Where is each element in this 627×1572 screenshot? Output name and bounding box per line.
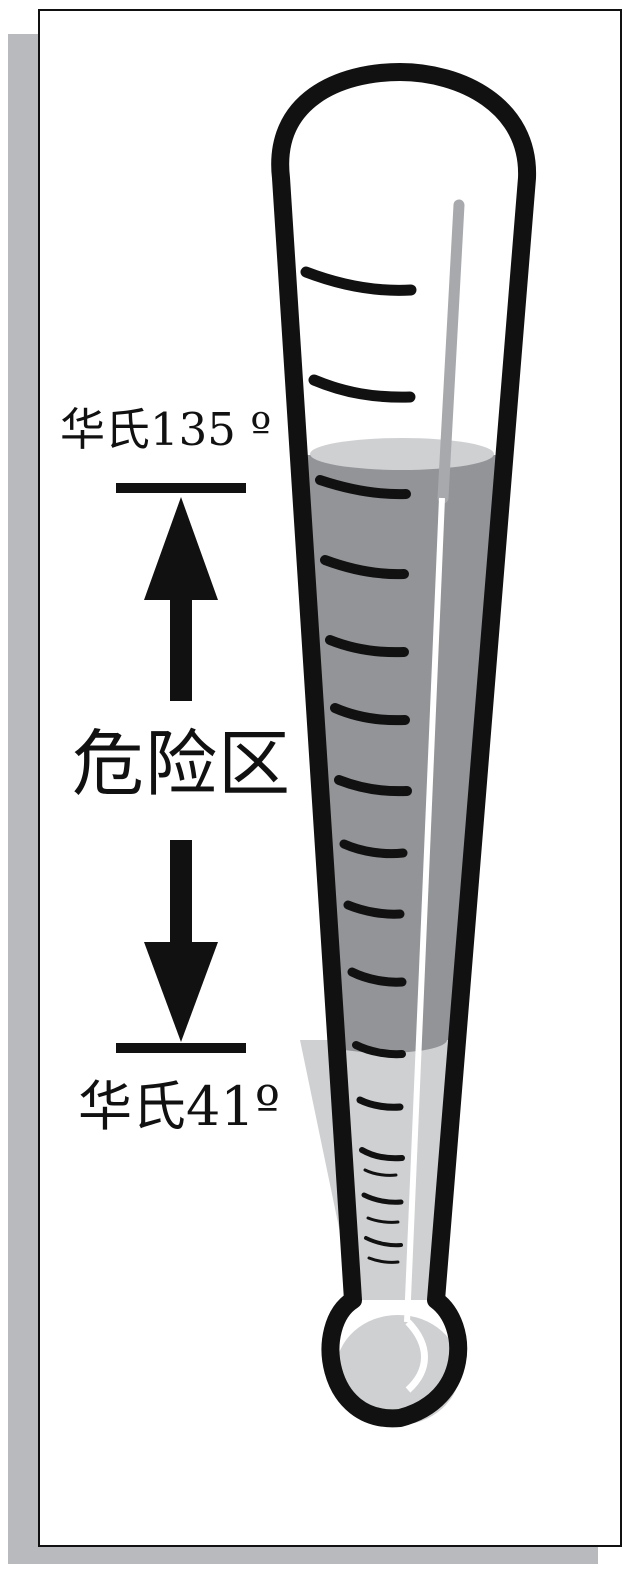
tick-mark	[330, 703, 410, 726]
tick-mark	[325, 635, 409, 658]
liquid-dark	[300, 455, 500, 1040]
lower-limit-rule	[116, 1043, 246, 1053]
tick-mark	[361, 1192, 404, 1205]
tick-mark	[343, 900, 405, 919]
tick-mark	[300, 266, 417, 296]
glass-column-lower	[404, 497, 445, 1323]
tick-mark	[334, 775, 412, 797]
danger-zone-label: 危险区	[72, 722, 292, 806]
bulb-highlight	[405, 1319, 428, 1393]
upper-limit-label: 华氏135 º	[60, 403, 272, 456]
tube-outline	[271, 63, 537, 1428]
tick-mark	[364, 1236, 403, 1248]
tick-mark	[367, 1256, 400, 1264]
tick-mark	[347, 967, 407, 987]
arrow-up-icon	[144, 497, 218, 701]
glass-column	[437, 199, 465, 504]
tick-mark	[308, 374, 416, 403]
tick-mark	[363, 1168, 398, 1177]
tick-marks	[300, 266, 417, 1264]
tick-mark	[315, 475, 411, 500]
tick-mark	[352, 1041, 406, 1059]
lower-limit-label: 华氏41º	[78, 1075, 281, 1138]
upper-limit-rule	[116, 483, 246, 493]
tick-mark	[339, 839, 408, 859]
arrow-down-icon	[144, 840, 218, 1042]
tick-mark	[359, 1147, 405, 1162]
tick-mark	[356, 1096, 404, 1111]
tick-mark	[366, 1216, 400, 1224]
tick-mark	[320, 555, 409, 580]
